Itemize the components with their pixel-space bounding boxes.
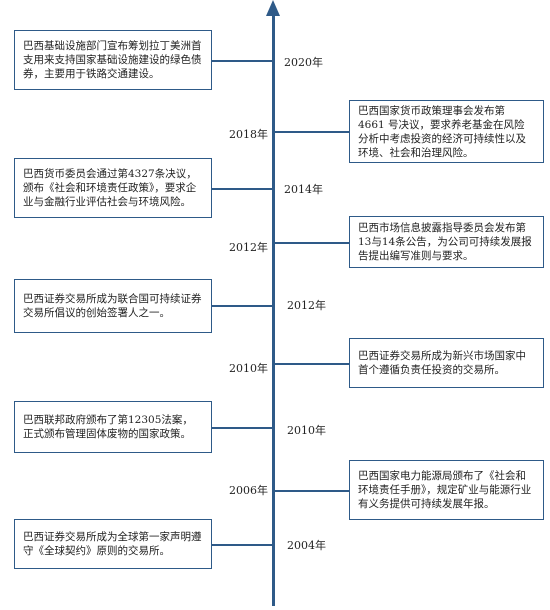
- connector: [275, 131, 349, 133]
- year-label: 2012年: [287, 299, 326, 312]
- event-text: 巴西证券交易所成为联合国可持续证券交易所倡议的创始签署人之一。: [23, 293, 202, 319]
- event-box-2018: 巴西国家货币政策理事会发布第 4661 号决议，要求养老基金在风险分析中考虑投资…: [349, 100, 544, 163]
- year-label: 2010年: [287, 424, 326, 437]
- event-text: 巴西证券交易所成为新兴市场国家中首个遵循负责任投资的交易所。: [358, 350, 526, 376]
- year-label: 2020年: [284, 56, 323, 69]
- event-box-2010-b: 巴西联邦政府颁布了第12305法案，正式颁布管理固体废物的国家政策。: [14, 401, 212, 453]
- event-box-2020: 巴西基础设施部门宣布筹划拉丁美洲首支用来支持国家基础设施建设的绿色债券，主要用于…: [14, 30, 212, 90]
- connector: [212, 305, 272, 307]
- year-label: 2014年: [284, 183, 323, 196]
- event-text: 巴西证券交易所成为全球第一家声明遵守《全球契约》原则的交易所。: [23, 531, 202, 557]
- event-box-2006: 巴西国家电力能源局颁布了《社会和环境责任手册》，规定矿业与能源行业有义务提供可持…: [349, 460, 544, 520]
- event-text: 巴西货币委员会通过第4327条决议，颁布《社会和环境责任政策》，要求企业与金融行…: [23, 168, 197, 208]
- year-label: 2018年: [229, 128, 268, 141]
- connector: [275, 363, 349, 365]
- year-label: 2012年: [229, 241, 268, 254]
- event-box-2012-a: 巴西市场信息披露指导委员会发布第13与14条公告，为公司可持续发展报告提出编写准…: [349, 216, 544, 268]
- connector: [212, 427, 272, 429]
- timeline-arrow-icon: [266, 0, 280, 16]
- connector: [275, 242, 349, 244]
- event-text: 巴西市场信息披露指导委员会发布第13与14条公告，为公司可持续发展报告提出编写准…: [358, 222, 532, 262]
- connector: [212, 60, 272, 62]
- connector: [275, 490, 349, 492]
- event-box-2010-a: 巴西证券交易所成为新兴市场国家中首个遵循负责任投资的交易所。: [349, 338, 544, 388]
- connector: [212, 188, 272, 190]
- connector: [212, 544, 272, 546]
- year-label: 2004年: [287, 539, 326, 552]
- event-text: 巴西基础设施部门宣布筹划拉丁美洲首支用来支持国家基础设施建设的绿色债券，主要用于…: [23, 40, 202, 80]
- year-label: 2006年: [229, 484, 268, 497]
- event-box-2012-b: 巴西证券交易所成为联合国可持续证券交易所倡议的创始签署人之一。: [14, 279, 212, 333]
- event-text: 巴西国家货币政策理事会发布第 4661 号决议，要求养老基金在风险分析中考虑投资…: [358, 104, 526, 159]
- event-text: 巴西国家电力能源局颁布了《社会和环境责任手册》，规定矿业与能源行业有义务提供可持…: [358, 470, 532, 510]
- year-label: 2010年: [229, 362, 268, 375]
- event-text: 巴西联邦政府颁布了第12305法案，正式颁布管理固体废物的国家政策。: [23, 414, 193, 440]
- event-box-2014: 巴西货币委员会通过第4327条决议，颁布《社会和环境责任政策》，要求企业与金融行…: [14, 158, 212, 218]
- event-box-2004: 巴西证券交易所成为全球第一家声明遵守《全球契约》原则的交易所。: [14, 519, 212, 569]
- timeline-axis: [272, 14, 275, 606]
